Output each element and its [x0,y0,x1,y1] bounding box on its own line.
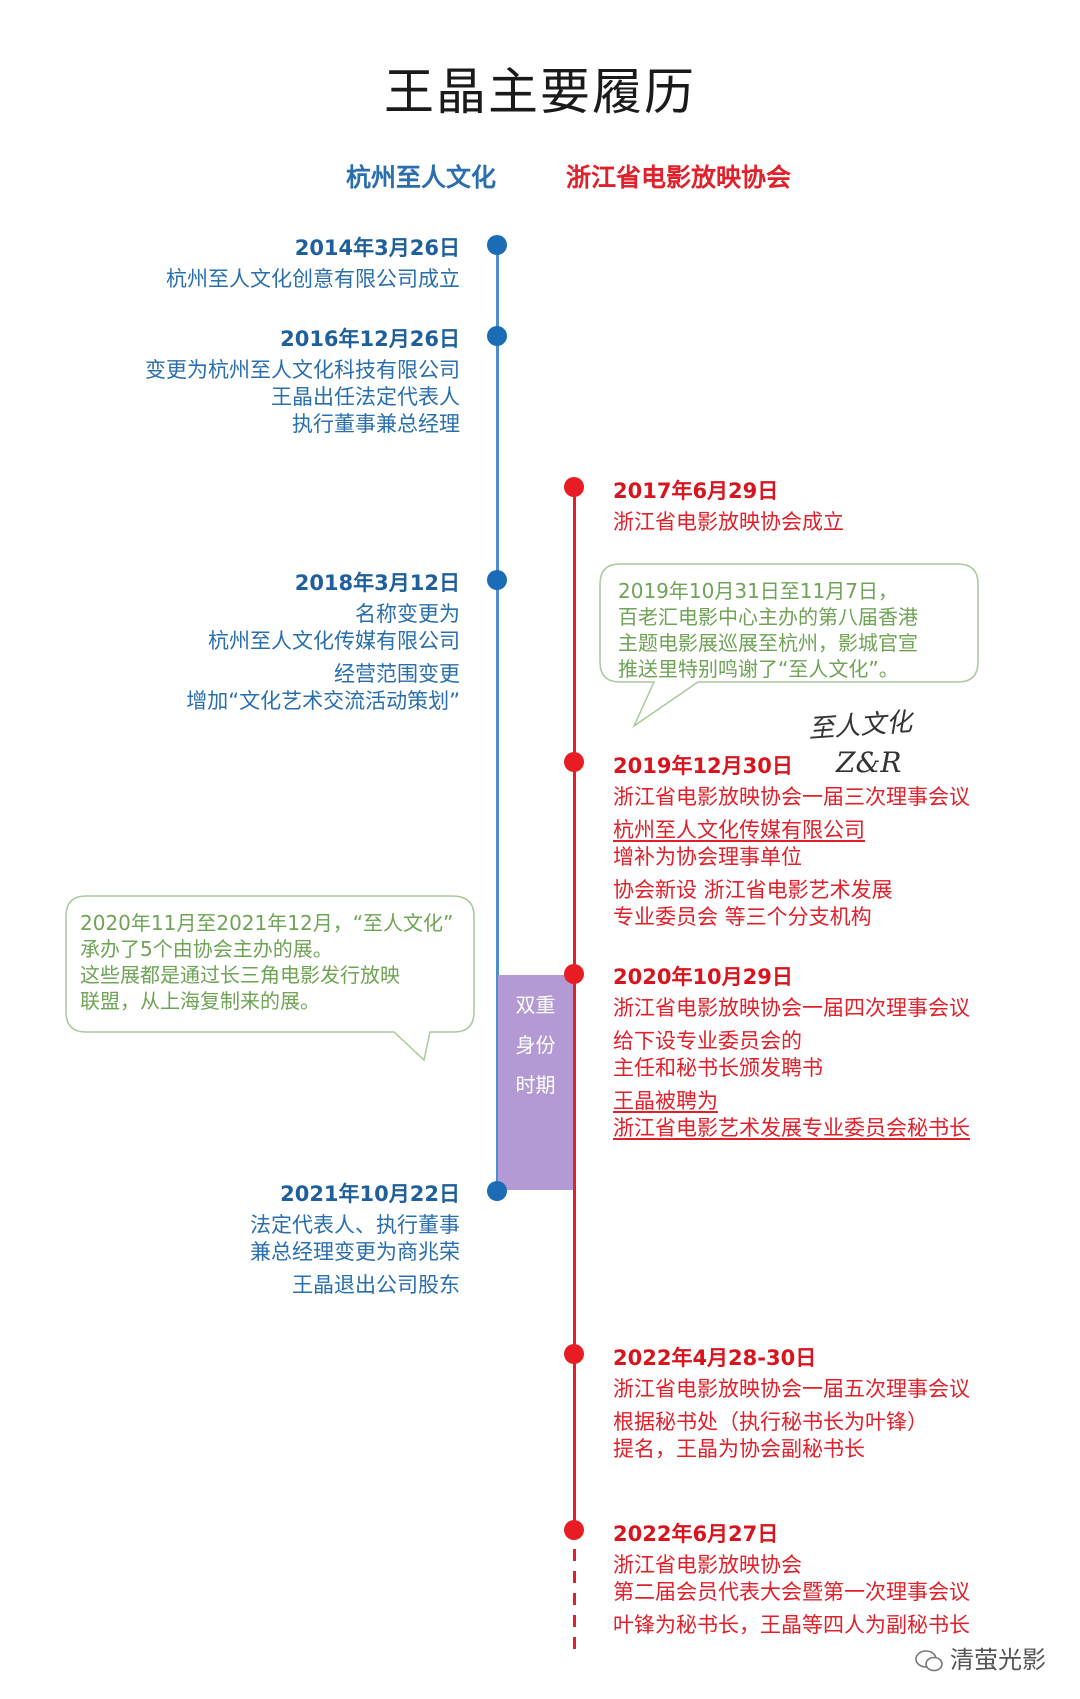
timeline-line-left [496,245,499,1191]
event-text: 增补为协会理事单位 [613,845,802,869]
event-date: 2014年3月26日 [294,236,460,260]
timeline-dot-left [487,1181,507,1201]
event-text: 增加“文化艺术交流活动策划” [186,689,460,713]
event-text: 执行董事兼总经理 [292,412,460,436]
event-text: 主任和秘书长颁发聘书 [613,1056,823,1080]
column-header-left: 杭州至人文化 [346,163,497,192]
note-text: 2020年11月至2021年12月，“至人文化” 承办了5个由协会主办的展。 这… [80,911,454,1013]
speech-bubble-note [65,895,475,1062]
event-text: 浙江省电影放映协会一届四次理事会议 [613,996,970,1020]
dual-identity-period: 双重 身份 时期 [498,975,573,1190]
event-date: 2017年6月29日 [613,479,779,503]
timeline-dot-right [564,1344,584,1364]
wechat-icon [914,1649,944,1673]
note-text: 2019年10月31日至11月7日， 百老汇电影中心主办的第八届香港 主题电影展… [618,579,918,681]
timeline-dot-right [564,964,584,984]
page-title: 王晶主要履历 [384,63,696,121]
timeline-dot-left [487,326,507,346]
timeline-dot-right [564,477,584,497]
event-text: 经营范围变更 [334,662,460,686]
event-date: 2018年3月12日 [294,571,460,595]
timeline-dot-left [487,570,507,590]
right-event: 2017年6月29日 浙江省电影放映协会成立 [613,475,1033,536]
event-date: 2022年6月27日 [613,1522,779,1546]
watermark-text: 清萤光影 [950,1646,1046,1674]
event-text: 浙江省电影艺术发展专业委员会秘书长 [613,1116,970,1140]
right-event: 2022年4月28-30日 浙江省电影放映协会一届五次理事会议 根据秘书处（执行… [613,1342,1053,1463]
event-text: 王晶出任法定代表人 [271,385,460,409]
event-text: 名称变更为 [355,602,460,626]
event-text: 专业委员会 等三个分支机构 [613,905,872,929]
event-date: 2021年10月22日 [280,1182,460,1206]
event-text: 杭州至人文化传媒有限公司 [208,629,460,653]
event-text: 兼总经理变更为商兆荣 [250,1240,460,1264]
watermark: 清萤光影 [914,1640,1046,1675]
event-date: 2022年4月28-30日 [613,1346,817,1370]
right-event: 2019年12月30日 浙江省电影放映协会一届三次理事会议 杭州至人文化传媒有限… [613,750,1053,931]
handwritten-company-name: 至人文化 [807,707,914,745]
event-date: 2020年10月29日 [613,965,793,989]
event-date: 2016年12月26日 [280,327,460,351]
event-text: 浙江省电影放映协会成立 [613,510,844,534]
event-text: 杭州至人文化创意有限公司成立 [166,267,460,291]
column-header-right: 浙江省电影放映协会 [566,163,792,192]
timeline-dot-right [564,1520,584,1540]
handwritten-logo-text: Z&R [836,746,902,779]
timeline-dot-left [487,235,507,255]
event-text: 叶锋为秘书长，王晶等四人为副秘书长 [613,1613,970,1637]
event-text: 浙江省电影放映协会 [613,1553,802,1577]
left-event: 2014年3月26日 杭州至人文化创意有限公司成立 [40,232,460,293]
event-text: 变更为杭州至人文化科技有限公司 [145,358,460,382]
event-text: 给下设专业委员会的 [613,1029,802,1053]
timeline-line-right [573,487,576,1527]
speech-bubble-note [599,563,979,729]
left-event: 2021年10月22日 法定代表人、执行董事 兼总经理变更为商兆荣 王晶退出公司… [40,1178,460,1299]
event-date: 2019年12月30日 [613,754,793,778]
event-text: 王晶退出公司股东 [292,1273,460,1297]
event-text: 协会新设 浙江省电影艺术发展 [613,878,893,902]
left-event: 2018年3月12日 名称变更为 杭州至人文化传媒有限公司 经营范围变更 增加“… [40,567,460,715]
timeline-dot-right [564,752,584,772]
event-text: 法定代表人、执行董事 [250,1213,460,1237]
event-text: 王晶被聘为 [613,1089,718,1113]
event-text: 提名，王晶为协会副秘书长 [613,1437,865,1461]
event-text: 浙江省电影放映协会一届五次理事会议 [613,1377,970,1401]
timeline-line-right-dashed [573,1527,576,1652]
event-text: 第二届会员代表大会暨第一次理事会议 [613,1580,970,1604]
left-event: 2016年12月26日 变更为杭州至人文化科技有限公司 王晶出任法定代表人 执行… [40,323,460,438]
event-text: 杭州至人文化传媒有限公司 [613,818,865,842]
event-text: 浙江省电影放映协会一届三次理事会议 [613,785,970,809]
right-event: 2022年6月27日 浙江省电影放映协会 第二届会员代表大会暨第一次理事会议 叶… [613,1518,1053,1639]
event-text: 根据秘书处（执行秘书长为叶锋） [613,1410,928,1434]
right-event: 2020年10月29日 浙江省电影放映协会一届四次理事会议 给下设专业委员会的 … [613,961,1053,1142]
